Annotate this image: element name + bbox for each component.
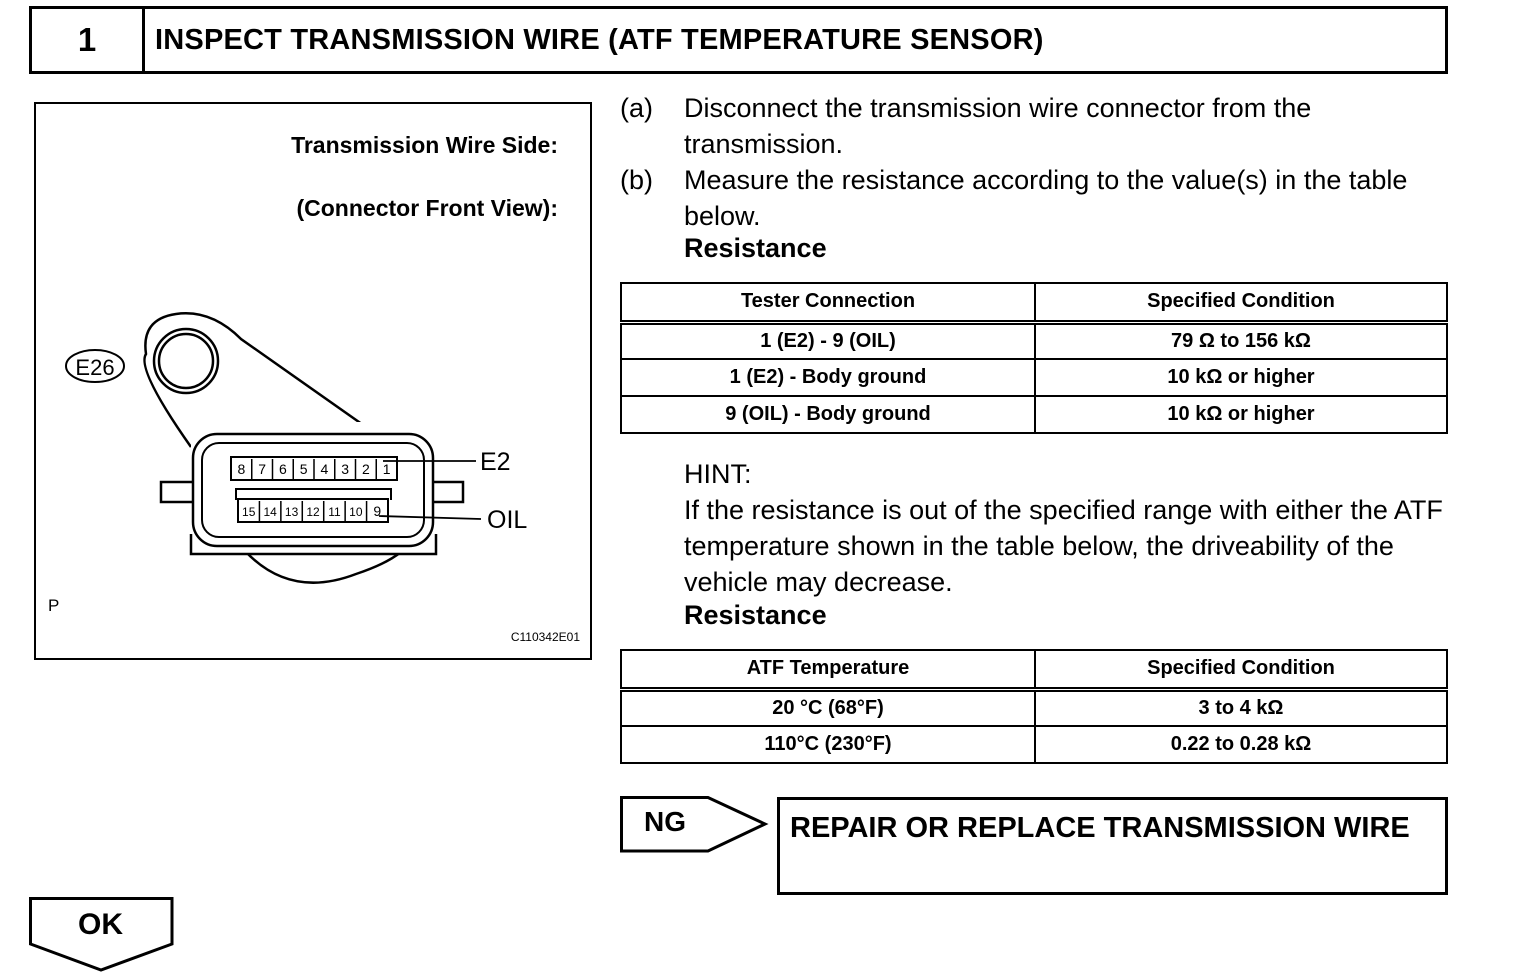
figure-label-side: Transmission Wire Side:: [291, 132, 558, 158]
table-header-cell: Tester Connection: [620, 282, 1036, 325]
step-title: INSPECT TRANSMISSION WIRE (ATF TEMPERATU…: [155, 23, 1044, 56]
bottom-pin-13: 13: [285, 505, 299, 519]
oil-label: OIL: [487, 506, 527, 534]
table-cell: 0.22 to 0.28 kΩ: [1034, 725, 1448, 764]
e2-label: E2: [480, 448, 511, 476]
procedure-steps: (a) Disconnect the transmission wire con…: [620, 90, 1440, 234]
table-cell: 79 Ω to 156 kΩ: [1034, 321, 1448, 360]
step-a: (a) Disconnect the transmission wire con…: [620, 90, 1440, 162]
top-pin-8: 8: [237, 461, 245, 477]
resistance-table-1: Tester Connection Specified Condition 1 …: [620, 282, 1448, 434]
top-pin-3: 3: [341, 461, 349, 477]
top-pin-5: 5: [300, 461, 308, 477]
table-header-cell: Specified Condition: [1034, 649, 1448, 692]
figure-label-view: (Connector Front View):: [296, 195, 558, 221]
table-cell: 1 (E2) - Body ground: [620, 358, 1036, 397]
mount-hole-outer: [152, 327, 220, 395]
ng-action-box: REPAIR OR REPLACE TRANSMISSION WIRE: [777, 797, 1448, 895]
top-pin-4: 4: [320, 461, 328, 477]
table-row: 1 (E2) - Body ground 10 kΩ or higher: [620, 358, 1448, 397]
table-header-cell: Specified Condition: [1034, 282, 1448, 325]
table-cell: 20 °C (68°F): [620, 688, 1036, 727]
sensor-bracket-outline: [143, 312, 377, 448]
step-b-text: Measure the resistance according to the …: [684, 165, 1408, 231]
step-b: (b) Measure the resistance according to …: [620, 162, 1440, 234]
bottom-pin-10: 10: [349, 505, 363, 519]
pin-row-bottom: [237, 498, 389, 523]
hint-label: HINT:: [684, 459, 752, 489]
pins-bottom-group: 15 14 13 12 11 10 9: [242, 501, 381, 522]
step-a-text: Disconnect the transmission wire connect…: [684, 93, 1312, 159]
top-pin-2: 2: [362, 461, 370, 477]
step-a-mark: (a): [620, 93, 653, 123]
table-row: 20 °C (68°F) 3 to 4 kΩ: [620, 688, 1448, 727]
table-row: 9 (OIL) - Body ground 10 kΩ or higher: [620, 395, 1448, 434]
table-cell: 1 (E2) - 9 (OIL): [620, 321, 1036, 360]
resistance-heading-1: Resistance: [684, 233, 827, 263]
hint-text: If the resistance is out of the specifie…: [684, 495, 1443, 597]
table-row: 1 (E2) - 9 (OIL) 79 Ω to 156 kΩ: [620, 321, 1448, 360]
bottom-pin-11: 11: [328, 505, 341, 519]
corner-mark: P: [48, 596, 60, 615]
table-cell: 9 (OIL) - Body ground: [620, 395, 1036, 434]
connector-illustration: Transmission Wire Side: (Connector Front…: [34, 102, 592, 660]
top-pin-6: 6: [279, 461, 287, 477]
ng-arrow: [620, 796, 769, 853]
table-cell: 10 kΩ or higher: [1034, 395, 1448, 434]
step-b-mark: (b): [620, 165, 653, 195]
bottom-pin-14: 14: [263, 505, 277, 519]
connector-flange: [189, 534, 438, 556]
table-header-row: Tester Connection Specified Condition: [620, 282, 1448, 325]
table-header-row: ATF Temperature Specified Condition: [620, 649, 1448, 692]
mount-hole-inner: [157, 332, 215, 390]
connector-id-oval: [65, 349, 125, 383]
ok-label: OK: [78, 908, 123, 941]
left-tab: [159, 480, 198, 504]
table-header-cell: ATF Temperature: [620, 649, 1036, 692]
resistance-heading-2: Resistance: [684, 600, 827, 630]
figure-code: C110342E01: [510, 630, 580, 644]
table-cell: 3 to 4 kΩ: [1034, 688, 1448, 727]
top-pin-7: 7: [258, 461, 266, 477]
ng-label: NG: [644, 806, 686, 837]
table-cell: 10 kΩ or higher: [1034, 358, 1448, 397]
resistance-table-2: ATF Temperature Specified Condition 20 °…: [620, 649, 1448, 764]
bottom-pin-15: 15: [242, 505, 256, 519]
oil-callout-line: [378, 515, 482, 520]
ok-arrow: [29, 897, 174, 972]
sensor-body-bottom: [245, 551, 402, 584]
table-row: 110°C (230°F) 0.22 to 0.28 kΩ: [620, 725, 1448, 764]
top-pin-1: 1: [383, 461, 391, 477]
step-number: 1: [32, 9, 145, 71]
step-header: 1 INSPECT TRANSMISSION WIRE (ATF TEMPERA…: [29, 6, 1448, 74]
bottom-pin-9: 9: [373, 503, 381, 519]
bottom-pin-12: 12: [306, 505, 320, 519]
table-cell: 110°C (230°F): [620, 725, 1036, 764]
connector-id: E26: [75, 355, 114, 380]
hint-block: HINT: If the resistance is out of the sp…: [684, 456, 1444, 600]
